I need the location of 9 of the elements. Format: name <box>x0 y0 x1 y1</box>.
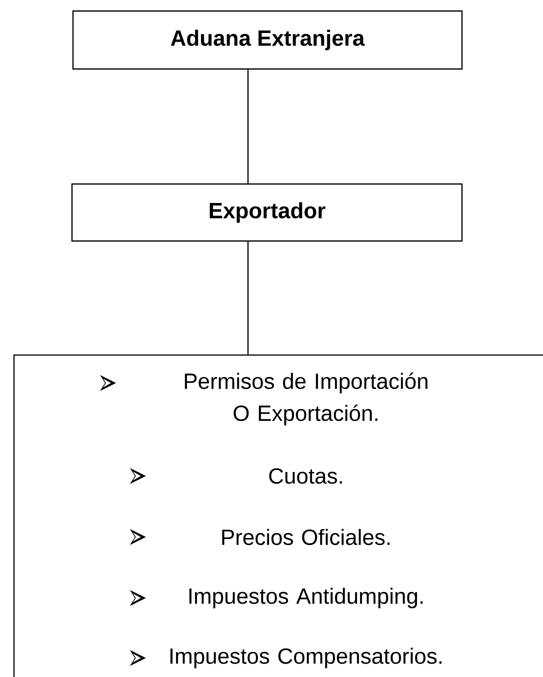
list-item: Impuestos Compensatorios. <box>170 648 442 668</box>
list-item: Cuotas. <box>269 468 342 484</box>
entity-box: Exportador <box>71 183 463 242</box>
list-item: Precios Oficiales. <box>222 528 390 546</box>
list-item: Permisos de Importación O Exportación. <box>184 372 428 426</box>
entity-box: Aduana Extranjera <box>72 10 463 70</box>
connector-line <box>247 70 249 184</box>
list-item: Impuestos Antidumping. <box>189 588 423 608</box>
connector-line <box>247 242 249 355</box>
